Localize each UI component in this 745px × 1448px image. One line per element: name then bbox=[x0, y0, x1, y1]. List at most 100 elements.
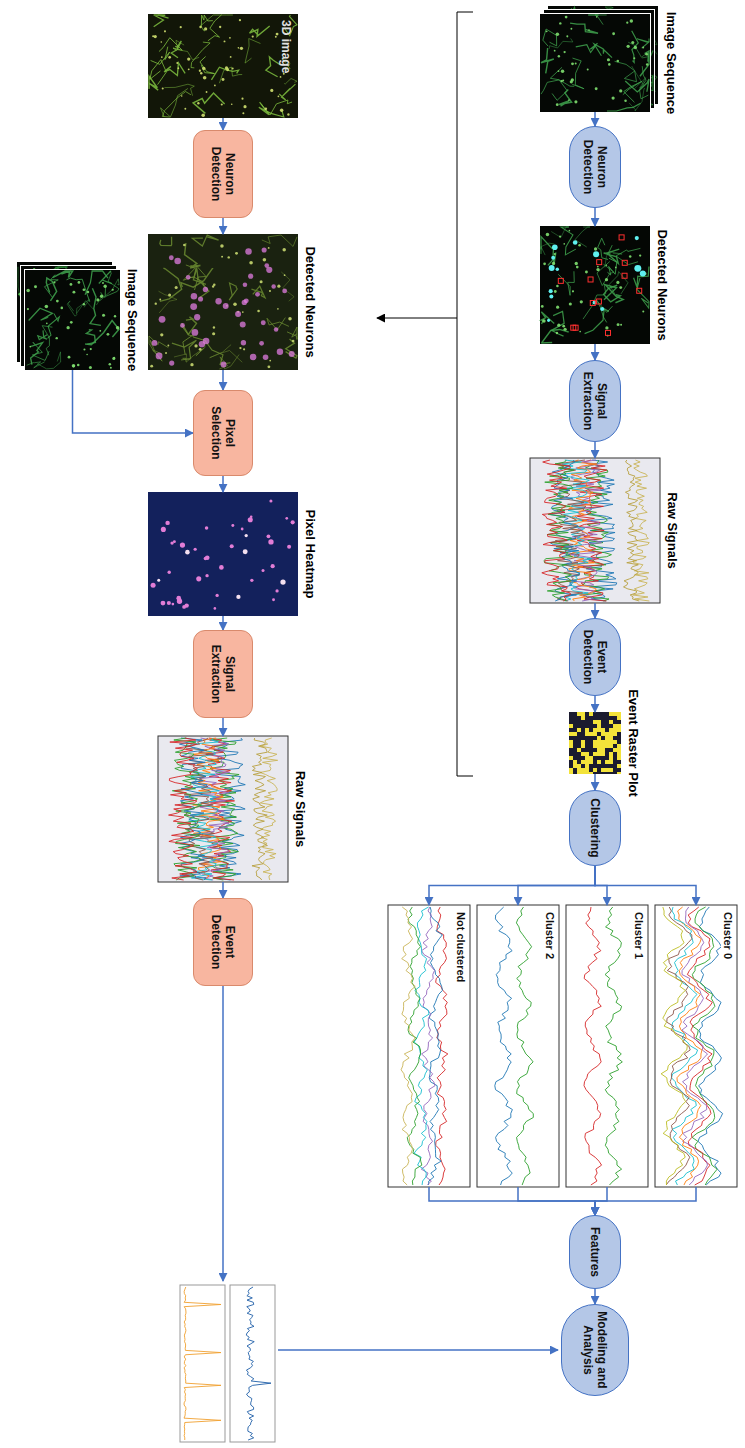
drawing-part bbox=[573, 764, 577, 768]
drawing-part bbox=[167, 601, 171, 605]
drawing-part bbox=[577, 712, 581, 716]
drawing-part bbox=[549, 295, 553, 299]
drawing-part bbox=[588, 277, 593, 282]
drawing-part bbox=[577, 724, 581, 728]
drawing-part bbox=[557, 324, 560, 327]
drawing-part bbox=[613, 716, 617, 720]
drawing-part bbox=[577, 736, 581, 740]
drawing-part bbox=[282, 288, 287, 293]
drawing-part bbox=[594, 44, 612, 58]
drawing-part bbox=[278, 1349, 558, 1351]
drawing-part bbox=[206, 91, 208, 93]
drawing-part bbox=[27, 362, 45, 368]
drawing-part bbox=[407, 907, 422, 1185]
flow-arrow bbox=[222, 718, 224, 736]
drawing-part bbox=[619, 89, 622, 92]
drawing-part bbox=[585, 768, 589, 772]
drawing-part bbox=[181, 269, 212, 287]
drawing-part bbox=[277, 348, 283, 354]
drawing-part bbox=[191, 42, 210, 68]
drawing-part bbox=[248, 274, 253, 279]
drawing-part bbox=[577, 748, 581, 752]
drawing-part bbox=[593, 740, 597, 744]
drawing-part bbox=[597, 772, 601, 774]
drawing-part bbox=[230, 1285, 275, 1442]
drawing-part bbox=[629, 89, 645, 111]
drawing-part bbox=[613, 756, 617, 760]
drawing-part bbox=[240, 47, 243, 50]
drawing-part bbox=[243, 283, 248, 288]
drawing-part bbox=[224, 40, 226, 42]
drawing-part bbox=[282, 248, 285, 251]
drawing-part bbox=[252, 36, 254, 38]
drawing-part bbox=[205, 526, 209, 530]
drawing-part bbox=[271, 564, 275, 568]
drawing-part bbox=[252, 738, 267, 880]
drawing-part bbox=[242, 311, 244, 313]
drawing-part bbox=[585, 744, 589, 748]
drawing-part bbox=[609, 720, 613, 724]
drawing-part bbox=[48, 314, 60, 339]
drawing-part bbox=[601, 768, 605, 772]
node-label: Clustering bbox=[588, 798, 602, 857]
drawing-part bbox=[593, 251, 599, 257]
drawing-part bbox=[597, 728, 601, 732]
drawing-part bbox=[29, 308, 53, 320]
drawing-part bbox=[109, 363, 112, 366]
drawing-part bbox=[226, 68, 229, 71]
drawing-part bbox=[605, 764, 609, 768]
drawing-part bbox=[280, 76, 282, 78]
drawing-part bbox=[613, 732, 617, 736]
drawing-part bbox=[184, 1287, 221, 1440]
node-label: Not clustered bbox=[454, 910, 467, 984]
drawing-part bbox=[112, 357, 115, 360]
drawing-part bbox=[558, 278, 563, 283]
flow-arrow bbox=[595, 1187, 696, 1215]
drawing-part bbox=[573, 736, 577, 740]
drawing-part bbox=[585, 724, 589, 728]
drawing-part bbox=[90, 288, 101, 325]
drawing-part bbox=[593, 724, 597, 728]
process-pill: Modeling and Analysis bbox=[561, 1304, 629, 1396]
drawing-part bbox=[263, 355, 269, 361]
drawing-part bbox=[184, 108, 186, 110]
drawing-part bbox=[83, 288, 86, 291]
flow-arrow bbox=[594, 603, 596, 618]
picture bbox=[540, 226, 650, 344]
drawing-part bbox=[577, 764, 581, 768]
drawing-part bbox=[573, 772, 577, 774]
flow-arrow bbox=[73, 370, 194, 433]
drawing-part bbox=[596, 268, 599, 271]
drawing-part bbox=[556, 332, 558, 334]
drawing-part bbox=[160, 333, 163, 336]
drawing-part bbox=[573, 716, 577, 720]
drawing-part bbox=[556, 103, 559, 106]
drawing-part bbox=[238, 47, 240, 49]
drawing-part bbox=[573, 756, 577, 760]
drawing-part bbox=[205, 574, 208, 577]
drawing-part bbox=[566, 905, 648, 1187]
drawing-part bbox=[250, 579, 253, 582]
drawing-part bbox=[613, 720, 617, 724]
flow-arrow bbox=[594, 696, 596, 712]
drawing-part bbox=[66, 326, 69, 329]
drawing-part bbox=[569, 764, 573, 768]
drawing-part bbox=[589, 716, 593, 720]
drawing-part bbox=[642, 46, 644, 48]
drawing-part bbox=[161, 88, 188, 117]
drawing-part bbox=[569, 720, 573, 724]
drawing-part bbox=[194, 548, 197, 551]
drawing-part bbox=[239, 347, 241, 349]
drawing-part bbox=[577, 756, 581, 760]
drawing-part bbox=[45, 305, 49, 309]
drawing-part bbox=[605, 772, 609, 774]
drawing-part bbox=[181, 95, 183, 97]
drawing-part bbox=[190, 303, 197, 310]
drawing-part bbox=[622, 260, 627, 265]
drawing-part bbox=[29, 346, 31, 348]
drawing-part bbox=[605, 760, 609, 764]
drawing-part bbox=[585, 756, 589, 760]
drawing-part bbox=[593, 760, 597, 764]
drawing-part bbox=[601, 740, 605, 744]
drawing-part bbox=[280, 579, 285, 584]
